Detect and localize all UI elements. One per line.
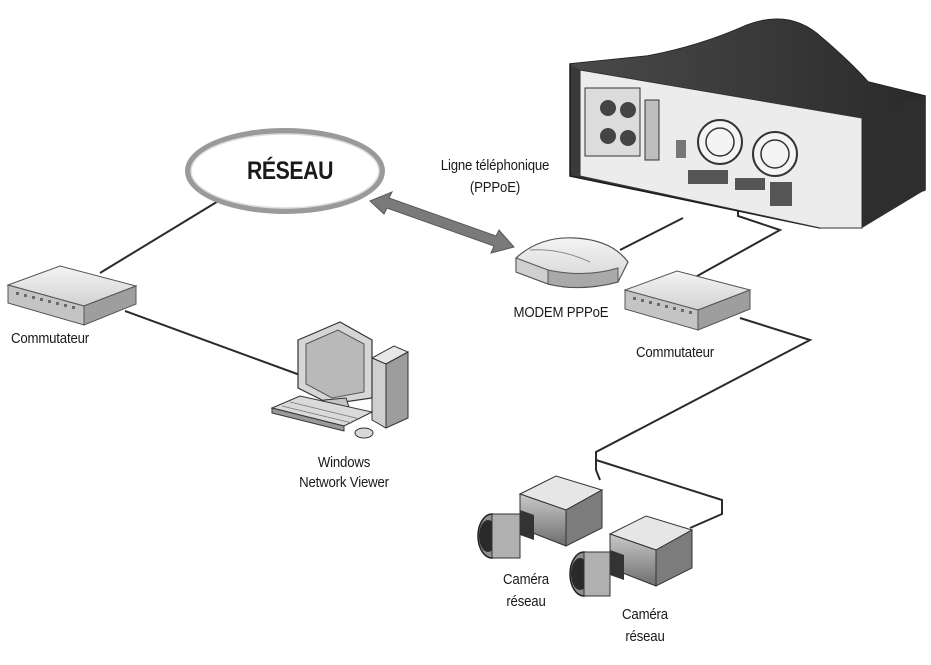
network-cloud — [185, 128, 385, 214]
switch-left-device — [6, 265, 138, 326]
cables — [99, 199, 813, 529]
cable-switch-to-camera2 — [595, 459, 723, 529]
pc-device — [270, 321, 410, 439]
cable-switch-to-camera1 — [595, 317, 813, 481]
camera-2-label-line2: réseau — [625, 628, 665, 645]
phone-line-label-line2: (PPPoE) — [469, 179, 521, 196]
camera-1-device — [477, 475, 604, 559]
double-arrow-icon — [369, 191, 515, 254]
camera-2-device — [569, 515, 694, 597]
camera-1-label-line1: Caméra — [503, 571, 549, 588]
viewer-label-line2: Network Viewer — [299, 474, 389, 491]
switch-right-label: Commutateur — [635, 344, 715, 361]
cable-switch-to-viewer — [124, 310, 301, 376]
camera-1-label-line2: réseau — [506, 593, 546, 610]
modem-device — [515, 237, 629, 289]
viewer-label: Windows Network Viewer — [291, 454, 397, 492]
dvr-device — [569, 18, 926, 229]
cable-modem-to-dvr — [619, 217, 684, 251]
phone-line-label: Ligne téléphonique (PPPoE) — [433, 157, 556, 197]
viewer-label-line1: Windows — [317, 454, 371, 471]
phone-line-label-line1: Ligne téléphonique — [440, 157, 550, 174]
network-label: RÉSEAU — [247, 157, 334, 185]
cable-switch-to-network — [99, 199, 221, 274]
camera-2-label: Caméra réseau — [613, 606, 676, 646]
camera-1-label: Caméra réseau — [494, 571, 557, 611]
camera-2-label-line1: Caméra — [622, 606, 668, 623]
switch-left-label: Commutateur — [10, 330, 90, 347]
switch-right-device — [623, 270, 752, 331]
modem-label: MODEM PPPoE — [513, 304, 609, 321]
